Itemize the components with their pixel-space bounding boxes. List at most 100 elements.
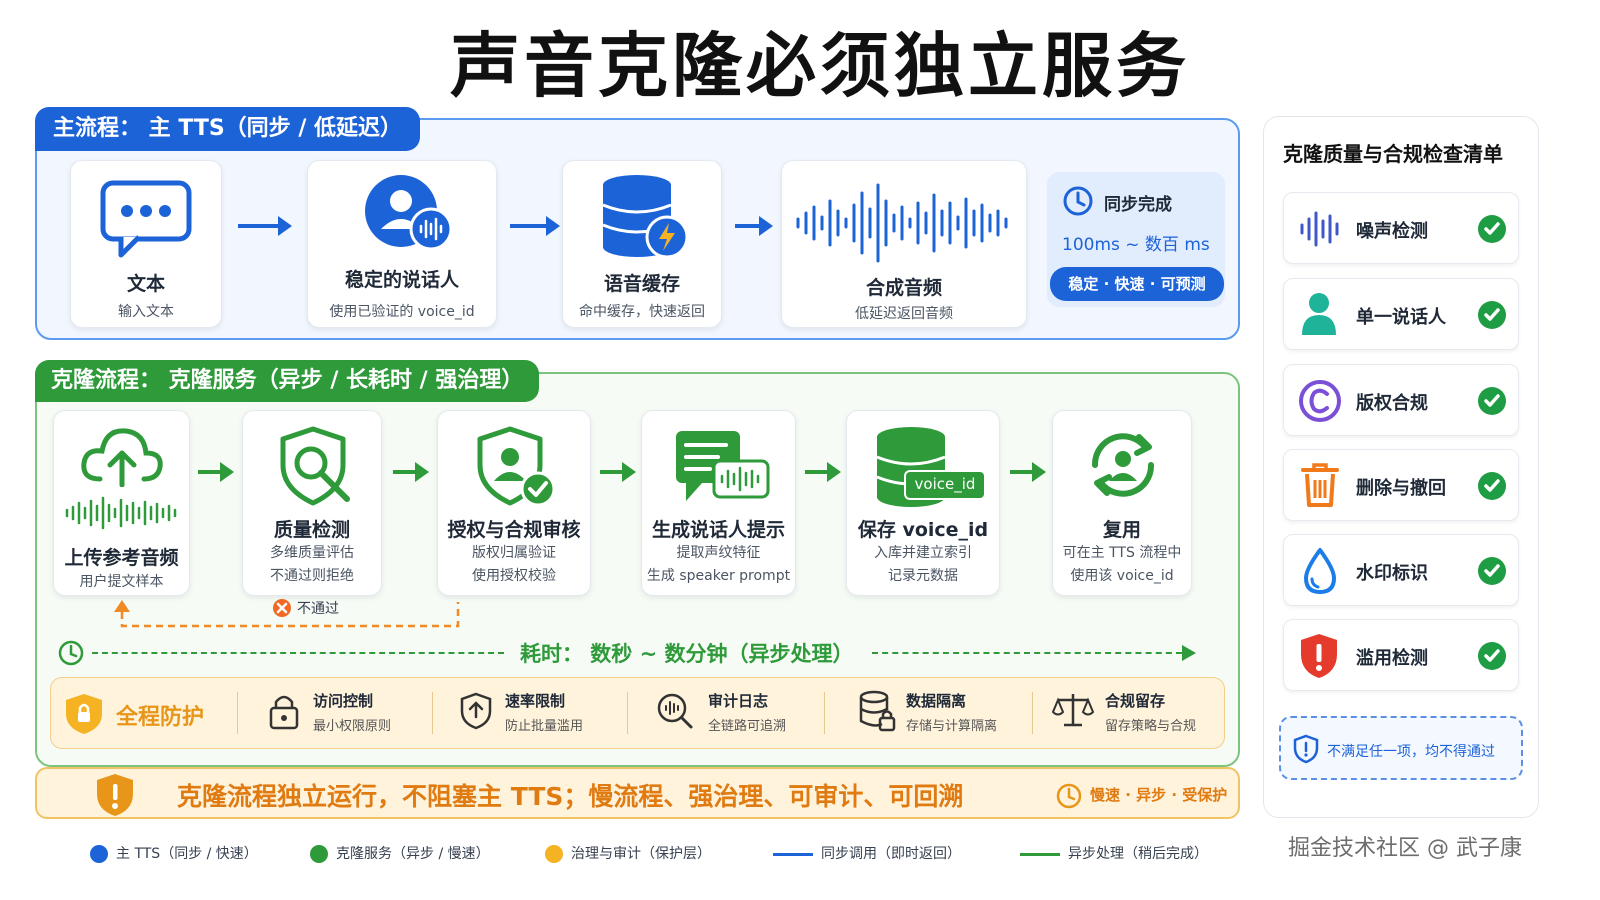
clone-flow-tag: 克隆流程： 克隆服务（异步 / 长耗时 / 强治理）	[35, 360, 540, 402]
cloud-upload-icon	[81, 428, 163, 487]
shield-rate-icon	[460, 692, 492, 730]
clone-step-prompt: 生成说话人提示 提取声纹特征 生成 speaker prompt	[641, 410, 796, 596]
database-voiceid-icon	[876, 427, 986, 507]
chat-bubble-icon	[100, 180, 192, 258]
sync-arrow	[238, 216, 292, 236]
clone-step-upload: 上传参考音频 用户提文样本	[53, 410, 190, 596]
legend-label: 克隆服务（异步 / 慢速）	[336, 846, 490, 862]
protection-item-sub: 防止批量滥用	[505, 719, 584, 734]
waveform-icon	[65, 496, 177, 530]
reuse-cycle-icon	[1091, 433, 1155, 497]
scale-icon	[1052, 694, 1094, 727]
step-title: 生成说话人提示	[651, 519, 785, 541]
abuse-shield-icon	[1301, 634, 1337, 678]
check-icon	[1478, 301, 1506, 329]
divider	[237, 692, 238, 734]
check-icon	[1478, 642, 1506, 670]
legend-arrow-blue	[773, 852, 813, 856]
protection-item-sub: 最小权限原则	[313, 719, 392, 734]
checklist-label: 噪声检测	[1356, 221, 1428, 242]
reject-loop-arrow	[114, 600, 460, 628]
audit-search-icon	[657, 693, 693, 729]
page-title: 声音克隆必须独立服务	[450, 25, 1190, 107]
protection-item-title: 合规留存	[1105, 692, 1166, 710]
divider	[1032, 692, 1033, 734]
prompt-waveform-icon	[676, 431, 770, 501]
duration-line-left	[92, 652, 504, 654]
summary-right: 慢速 · 异步 · 受保护	[1090, 786, 1228, 804]
checklist-label: 删除与撤回	[1356, 478, 1446, 499]
step-sub: 入库并建立索引	[874, 545, 972, 561]
protection-item-title: 速率限制	[505, 692, 566, 710]
legend-label: 异步处理（稍后完成）	[1068, 846, 1208, 862]
duration-arrowhead	[1182, 645, 1196, 661]
watermark-text: 掘金技术社区 @ 武子康	[1288, 836, 1522, 861]
checklist-warning-box	[1279, 716, 1523, 780]
step-sub: 版权归属验证	[472, 545, 556, 561]
async-arrow	[393, 462, 429, 482]
checklist-item-abuse: 滥用检测	[1283, 619, 1519, 691]
shield-lock-icon	[66, 694, 102, 734]
protection-title: 全程防护	[116, 705, 205, 730]
clone-step-quality: 质量检测 多维质量评估 不通过则拒绝	[242, 410, 382, 596]
protection-item-title: 审计日志	[708, 692, 769, 710]
step-sub: 可在主 TTS 流程中	[1062, 545, 1182, 561]
divider	[824, 692, 825, 734]
sync-arrow	[735, 216, 773, 236]
check-icon	[1478, 557, 1506, 585]
checklist-item-delete: 删除与撤回	[1283, 449, 1519, 521]
main-flow-tag: 主流程： 主 TTS（同步 / 低延迟）	[35, 107, 421, 151]
check-icon	[1478, 215, 1506, 243]
shield-user-check-icon	[477, 426, 556, 507]
database-bolt-icon	[602, 175, 689, 259]
step-sub: 多维质量评估	[270, 545, 354, 561]
duration-line-right	[872, 652, 1182, 654]
copyright-icon	[1299, 380, 1341, 422]
summary-text: 克隆流程独立运行，不阻塞主 TTS；慢流程、强治理、可审计、可回溯	[177, 782, 964, 811]
sync-pill: 稳定 · 快速 · 可预测	[1050, 267, 1224, 301]
shield-search-icon	[280, 426, 350, 506]
shield-icon	[1293, 734, 1319, 764]
legend-governance: 治理与审计（保护层）	[545, 843, 711, 863]
divider	[432, 692, 433, 734]
step-sub: 命中缓存，快速返回	[579, 304, 705, 320]
sync-latency: 100ms ~ 数百 ms	[1062, 235, 1210, 255]
async-arrow	[600, 462, 636, 482]
main-step-text: 文本 输入文本	[70, 160, 222, 328]
legend-label: 治理与审计（保护层）	[571, 846, 711, 862]
protection-item-sub: 存储与计算隔离	[906, 719, 998, 734]
step-title: 复用	[1102, 519, 1141, 541]
step-sub: 低延迟返回音频	[855, 306, 953, 322]
voice-id-badge: voice_id	[914, 475, 976, 493]
step-title: 授权与合规审核	[447, 519, 581, 541]
single-person-icon	[1302, 293, 1336, 335]
legend-dot	[90, 845, 108, 863]
speaker-user-icon	[365, 175, 453, 251]
step-sub: 使用该 voice_id	[1070, 568, 1174, 584]
timer-icon	[1056, 783, 1082, 809]
async-arrow	[1010, 462, 1046, 482]
async-arrow	[805, 462, 841, 482]
database-lock-icon	[859, 690, 896, 732]
legend-arrow-green	[1020, 852, 1060, 856]
legend-sync-call: 同步调用（即时返回）	[773, 843, 961, 863]
legend-label: 主 TTS（同步 / 快速）	[116, 846, 258, 862]
checklist-label: 水印标识	[1356, 563, 1428, 584]
reject-label: 不通过	[297, 601, 339, 617]
step-sub: 提取声纹特征	[676, 545, 761, 561]
protection-bar	[50, 677, 1225, 749]
protection-item-sub: 全链路可追溯	[708, 719, 787, 734]
trash-icon	[1301, 463, 1339, 507]
checklist-item-watermark: 水印标识	[1283, 534, 1519, 606]
protection-item-title: 访问控制	[313, 692, 374, 710]
main-step-speaker: 稳定的说话人 使用已验证的 voice_id	[307, 160, 497, 328]
step-sub: 输入文本	[118, 304, 174, 320]
step-sub: 生成 speaker prompt	[646, 568, 791, 584]
checklist-item-noise: 噪声检测	[1283, 192, 1519, 264]
protection-item-title: 数据隔离	[906, 692, 967, 710]
checklist-label: 单一说话人	[1356, 307, 1446, 328]
clone-step-save: voice_id 保存 voice_id 入库并建立索引 记录元数据	[846, 410, 1000, 596]
noise-wave-icon	[1300, 211, 1339, 247]
legend-label: 同步调用（即时返回）	[821, 846, 961, 862]
lock-icon	[269, 695, 299, 730]
